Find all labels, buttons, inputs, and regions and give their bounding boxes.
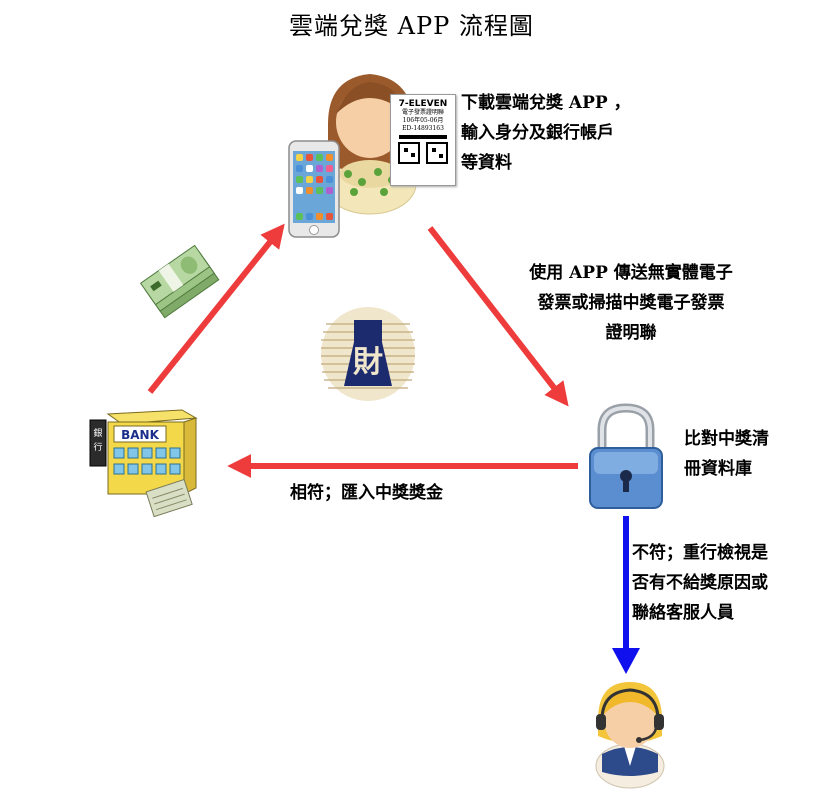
step-compare-line-1: 比對中獎清 — [684, 429, 769, 449]
bank-vertical-sign: 銀行 — [93, 427, 102, 453]
diagram-title: 雲端兌獎 APP 流程圖 — [289, 12, 534, 40]
step-mismatch-line-2: 否有不給獎原因或 — [632, 573, 768, 593]
ministry-seal-icon: 財 — [321, 307, 415, 401]
step-download-line-3: 等資料 — [461, 153, 512, 173]
money-stack-icon — [139, 244, 220, 319]
step-download-text: 下載雲端兌獎 APP ， 輸入身分及銀行帳戶 等資料 — [461, 88, 631, 178]
step-match-text: 相符；匯入中獎獎金 — [290, 483, 443, 503]
step-send-line-3: 證明聯 — [605, 323, 657, 343]
arrow-database-to-service-head — [612, 648, 640, 674]
seal-glyph: 財 — [353, 345, 383, 380]
step-mismatch-line-1: 不符；重行檢視是 — [632, 543, 768, 563]
step-send-text: 使用 APP 傳送無實體電子 發票或掃描中獎電子發票 證明聯 — [498, 258, 764, 348]
step-mismatch-line-3: 聯絡客服人員 — [632, 603, 734, 623]
arrow-bank-to-user — [147, 223, 285, 394]
receipt-icon: 7-ELEVEN 電子發票證明聯 106年05-06月 ED-14893163 — [390, 94, 456, 186]
customer-service-icon — [595, 682, 665, 789]
step-compare-text: 比對中獎清 冊資料庫 — [684, 424, 769, 484]
receipt-barcodes — [398, 135, 448, 164]
step-mismatch-text: 不符；重行檢視是 否有不給獎原因或 聯絡客服人員 — [632, 538, 768, 628]
step-download-line-1: 下載雲端兌獎 APP ， — [461, 93, 631, 113]
receipt-line-2: 106年05-06月 — [402, 117, 444, 124]
smartphone-icon — [288, 140, 340, 238]
step-download-line-2: 輸入身分及銀行帳戶 — [461, 123, 614, 143]
step-compare-line-2: 冊資料庫 — [684, 459, 752, 479]
padlock-icon — [589, 403, 663, 509]
bank-sign: BANK — [121, 428, 159, 442]
bank-building-icon: BANK 銀行 — [89, 409, 198, 518]
step-send-line-1: 使用 APP 傳送無實體電子 — [529, 263, 733, 283]
receipt-line-3: ED-14893163 — [402, 125, 444, 132]
step-send-line-2: 發票或掃描中獎電子發票 — [537, 293, 725, 313]
receipt-brand: 7-ELEVEN — [398, 99, 448, 109]
arrow-user-to-database — [427, 226, 569, 407]
bank-vertical-sign-1: 銀 — [93, 427, 102, 439]
receipt-line-1: 電子發票證明聯 — [401, 109, 444, 116]
bank-vertical-sign-2: 行 — [93, 441, 102, 453]
